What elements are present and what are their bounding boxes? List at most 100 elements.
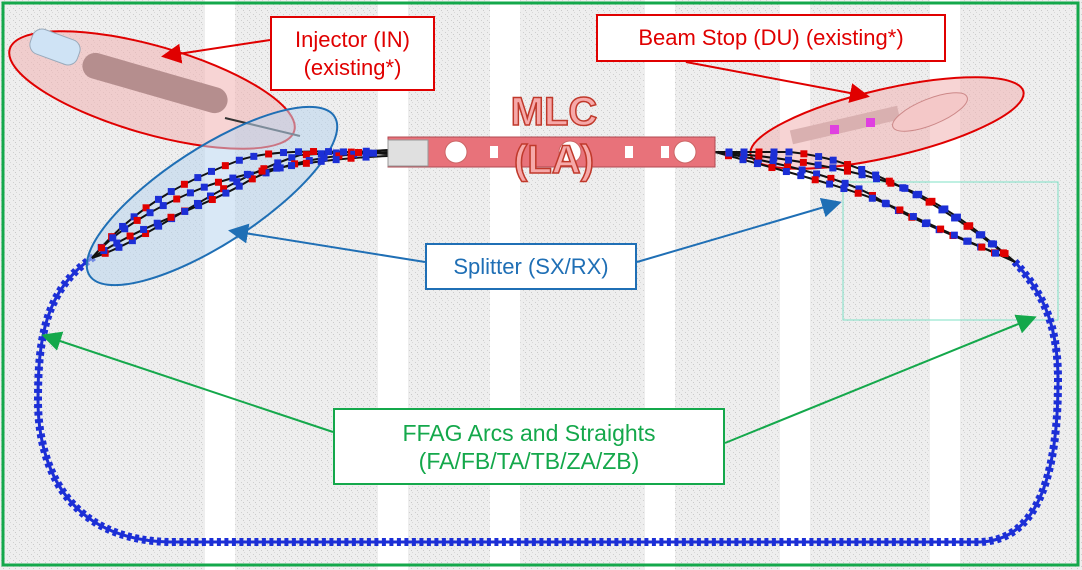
quadrupole-magnet: [725, 149, 733, 157]
ffag-callout: FFAG Arcs and Straights (FA/FB/TA/TB/ZA/…: [333, 408, 725, 485]
ring-magnet: [91, 517, 99, 527]
mlc-linac: [387, 136, 716, 168]
ring-magnet: [1051, 430, 1060, 435]
ring-magnet: [1008, 527, 1016, 537]
dipole-magnet: [928, 197, 936, 205]
quadrupole-magnet: [194, 174, 202, 182]
quadrupole-magnet: [770, 154, 778, 162]
quadrupole-magnet: [288, 162, 296, 170]
ring-magnet: [231, 538, 236, 546]
ring-magnet: [1053, 392, 1062, 398]
ring-magnet: [861, 538, 866, 546]
ring-magnet: [366, 538, 371, 546]
quadrupole-magnet: [113, 239, 121, 247]
callout-arrows: [41, 39, 1037, 444]
quadrupole-magnet: [250, 152, 258, 160]
ring-magnet: [689, 538, 694, 546]
ring-magnet: [1053, 362, 1062, 368]
ring-magnet: [779, 538, 784, 546]
ring-magnet: [329, 538, 334, 546]
ring-magnet: [719, 538, 724, 546]
dipole-magnet: [302, 159, 310, 167]
ring-magnet: [35, 425, 45, 431]
quadrupole-magnet: [868, 194, 876, 202]
ring-magnet: [441, 538, 446, 546]
quadrupole-magnet: [317, 150, 325, 158]
quadrupole-magnet: [909, 213, 917, 221]
ring-magnet: [1014, 523, 1023, 533]
quadrupole-magnet: [873, 175, 881, 183]
dipole-magnet: [978, 243, 986, 251]
ffag-label-line-1: FFAG Arcs and Straights: [402, 419, 656, 446]
ring-magnet: [1052, 415, 1061, 420]
ring-magnet: [276, 538, 281, 546]
dipole-magnet: [310, 148, 318, 156]
ring-magnet: [58, 487, 68, 496]
ring-magnet: [381, 538, 386, 546]
dipole-magnet: [142, 230, 150, 238]
ring-magnet: [84, 513, 93, 523]
quadrupole-magnet: [785, 148, 793, 156]
quadrupole-magnet: [243, 170, 251, 178]
dipole-magnet: [221, 162, 229, 170]
ring-magnet: [284, 538, 289, 546]
ring-magnet: [314, 538, 319, 546]
ring-magnet: [531, 538, 536, 546]
quadrupole-magnet: [362, 153, 370, 161]
dipole-magnet: [896, 206, 904, 214]
ring-magnet: [45, 306, 55, 314]
quadrupole-magnet: [262, 169, 270, 177]
ring-magnet: [816, 538, 821, 546]
ring-magnet: [1048, 452, 1057, 458]
ring-magnet: [47, 468, 57, 476]
ring-magnet: [419, 538, 424, 546]
ring-magnet: [1032, 500, 1042, 509]
quadrupole-magnet: [813, 170, 821, 178]
ring-magnet: [546, 538, 551, 546]
ring-magnet: [456, 538, 461, 546]
quadrupole-magnet: [841, 179, 849, 187]
quadrupole-magnet: [154, 195, 162, 203]
ring-magnet: [1037, 296, 1047, 304]
quadrupole-magnet: [855, 185, 863, 193]
ring-magnet: [36, 351, 45, 356]
splitter-magnets: [97, 147, 1009, 258]
ring-magnet: [576, 538, 581, 546]
quadrupole-magnet: [739, 156, 747, 164]
ring-magnet: [56, 285, 66, 294]
ring-magnet: [1019, 518, 1028, 528]
ring-magnet: [299, 538, 304, 546]
quadrupole-magnet: [121, 225, 129, 233]
quadrupole-magnet: [207, 167, 215, 175]
dipole-magnet: [937, 225, 945, 233]
ring-magnet: [41, 454, 51, 461]
ring-magnet: [1053, 385, 1062, 390]
quadrupole-magnet: [770, 148, 778, 156]
ring-magnet: [1052, 347, 1061, 353]
ring-magnet: [801, 538, 806, 546]
ring-magnet: [591, 538, 596, 546]
ring-magnet: [471, 538, 476, 546]
ring-magnet: [36, 433, 46, 439]
quadrupole-magnet: [206, 192, 214, 200]
quadrupole-magnet: [740, 150, 748, 158]
ring-magnet: [291, 538, 296, 546]
beam-stop-label: Beam Stop (DU) (existing*): [638, 25, 904, 50]
dipole-magnet: [302, 151, 310, 159]
injector-callout: Injector (IN) (existing*): [270, 16, 435, 91]
dipole-magnet: [208, 196, 216, 204]
ring-magnet: [141, 535, 147, 545]
ring-magnet: [906, 538, 911, 546]
ring-magnet: [756, 538, 761, 546]
ring-magnet: [644, 538, 649, 546]
ring-magnet: [951, 538, 956, 546]
ring-magnet: [501, 538, 506, 546]
quadrupole-magnet: [146, 209, 154, 217]
ring-magnet: [651, 538, 656, 546]
quadrupole-magnet: [109, 234, 117, 242]
mlc-label: MLC (LA): [510, 89, 598, 183]
ring-magnet: [1050, 340, 1060, 346]
dipole-magnet: [755, 152, 763, 160]
